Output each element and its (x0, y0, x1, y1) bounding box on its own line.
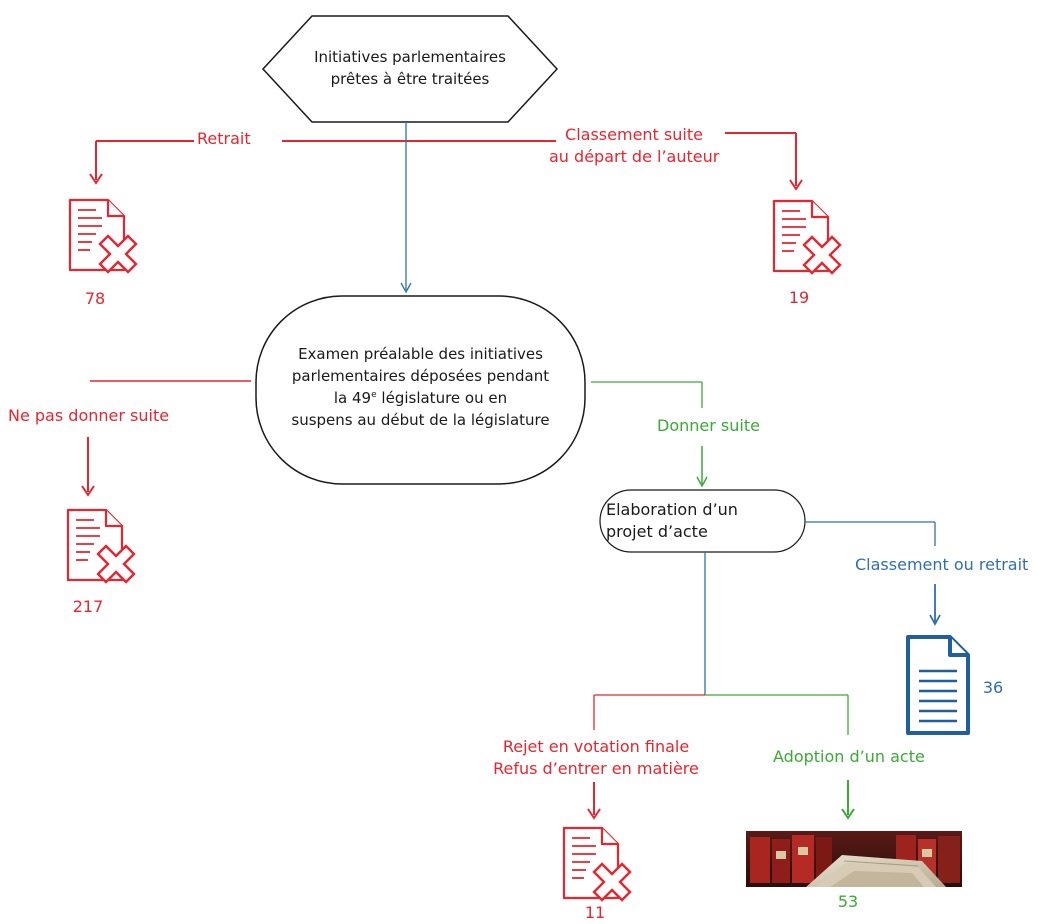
classified-withdrawn-label: Classement ou retrait (855, 555, 1029, 574)
follow-green-connector (591, 381, 708, 488)
no-follow-up-count: 217 (72, 597, 104, 616)
exam-node-line-3-end: législature ou en (376, 389, 508, 407)
classified-blue-connector (805, 521, 941, 626)
archive-photo (746, 831, 962, 887)
adopted-count: 53 (837, 892, 859, 911)
author-left-label: Classement suite au départ de l’auteur (549, 124, 719, 168)
top-red-connector (89, 132, 803, 191)
rejected-line-2: Refus d’entrer en matière (493, 759, 699, 778)
document-cross-icon (68, 198, 138, 274)
document-icon (906, 635, 970, 735)
author-left-line-2: au départ de l’auteur (549, 147, 720, 166)
start-node-line-1: Initiatives parlementaires (314, 48, 506, 66)
withdrawal-count: 78 (84, 289, 106, 308)
document-cross-icon (772, 199, 842, 275)
document-cross-icon (562, 826, 632, 902)
author-left-count: 19 (788, 288, 810, 307)
withdrawal-label: Retrait (197, 129, 251, 148)
rejected-line-1: Rejet en votation finale (502, 737, 690, 756)
rejected-red-connector (587, 694, 705, 820)
draft-node-line-1: Elaboration d’un (606, 500, 738, 519)
adopted-label: Adoption d’un acte (773, 747, 925, 766)
no-follow-up-label: Ne pas donner suite (8, 406, 170, 425)
exam-node-shape (255, 295, 586, 485)
exam-node-line-4: suspens au début de la législature (291, 411, 550, 429)
exam-node-line-1: Examen préalable des initiatives (298, 345, 543, 363)
exam-node-line-3-start: la 49 (333, 389, 372, 407)
draft-node-line-2: projet d’acte (606, 522, 708, 541)
start-node-line-2: prêtes à être traitées (330, 70, 490, 88)
follow-up-label: Donner suite (657, 416, 760, 435)
top-blue-connector (400, 122, 412, 294)
adopted-green-connector (705, 694, 855, 820)
draft-node-shape (599, 489, 806, 553)
exam-node-text: Examen préalable des initiatives parleme… (262, 343, 579, 431)
start-node-text: Initiatives parlementaires prêtes à être… (282, 46, 538, 90)
document-cross-icon (66, 508, 136, 584)
exam-node-line-2: parlementaires déposées pendant (291, 367, 550, 385)
start-node-shape (261, 15, 559, 123)
draft-node-text: Elaboration d’un projet d’acte (606, 499, 776, 543)
rejected-count: 11 (584, 903, 606, 922)
left-red-connector (81, 380, 251, 497)
exam-node-line-3-superscript: e (371, 390, 377, 400)
rejected-label: Rejet en votation finale Refus d’entrer … (488, 736, 704, 780)
exam-node-line-3: la 49e législature ou en (262, 387, 579, 409)
author-left-line-1: Classement suite (565, 125, 703, 144)
classified-withdrawn-count: 36 (982, 678, 1004, 697)
